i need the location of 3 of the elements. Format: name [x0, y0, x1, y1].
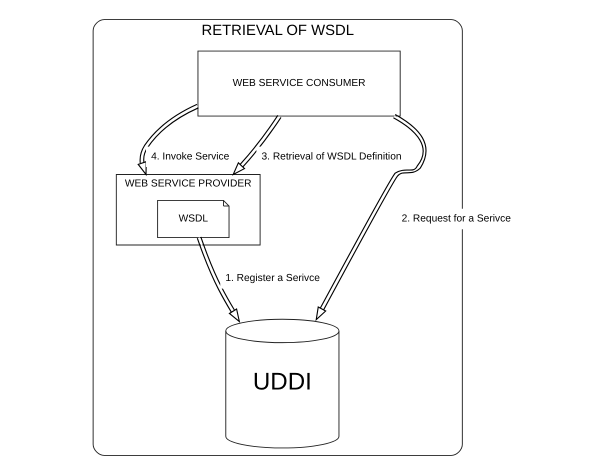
edge-label: 4. Invoke Service [151, 151, 230, 162]
edge-label: 1. Register a Serivce [225, 272, 320, 284]
edge-label: 3. Retrieval of WSDL Definition [262, 151, 402, 162]
